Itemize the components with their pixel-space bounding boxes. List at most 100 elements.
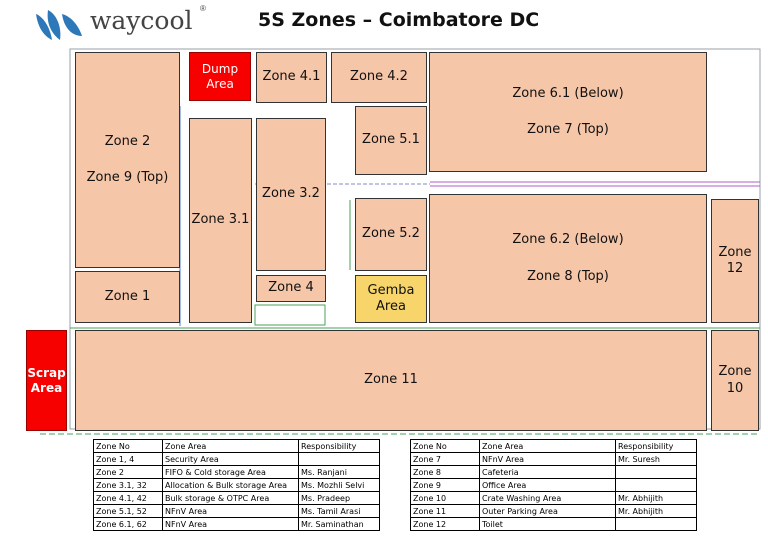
zone-12: Zone 12 <box>711 199 759 323</box>
header-responsibility: Responsibility <box>615 439 697 453</box>
responsibility-cell: Mr. Suresh <box>615 452 697 466</box>
zone-1: Zone 1 <box>75 271 180 323</box>
zone-area-cell: Allocation & Bulk storage Area <box>162 478 299 492</box>
gemba-area-label-1: Gemba <box>367 282 415 298</box>
zone-area-cell: Bulk storage & OTPC Area <box>162 491 299 505</box>
zone-4-2: Zone 4.2 <box>331 52 427 103</box>
table-row: Zone 6.1, 62 NFnV Area Mr. Saminathan <box>93 517 380 531</box>
zone-5-1: Zone 5.1 <box>355 106 427 175</box>
zone-no-cell: Zone 1, 4 <box>93 452 163 466</box>
zone-10-label-1: Zone <box>718 364 752 380</box>
table-header-row: Zone No Zone Area Responsibility <box>410 439 697 453</box>
zone-area-cell: Crate Washing Area <box>479 491 616 505</box>
responsibility-table-left: Zone No Zone Area Responsibility Zone 1,… <box>93 439 380 531</box>
registered-mark: ® <box>200 4 206 13</box>
zone-6-2-8: Zone 6.2 (Below) Zone 8 (Top) <box>429 194 707 323</box>
dump-area: Dump Area <box>189 52 251 101</box>
header-zone-no: Zone No <box>410 439 480 453</box>
table-row: Zone 5.1, 52 NFnV Area Ms. Tamil Arasi <box>93 504 380 518</box>
responsibility-table-right: Zone No Zone Area Responsibility Zone 7 … <box>410 439 697 531</box>
table-row: Zone 11 Outer Parking Area Mr. Abhijith <box>410 504 697 518</box>
zone-3-2: Zone 3.2 <box>256 118 326 271</box>
zone-6-1-7: Zone 6.1 (Below) Zone 7 (Top) <box>429 52 707 172</box>
gemba-area: Gemba Area <box>355 275 427 323</box>
zone-10: Zone 10 <box>711 330 759 431</box>
zone-area-cell: Security Area <box>162 452 299 466</box>
zone-6-2-label: Zone 6.2 (Below) <box>512 232 624 248</box>
zone-5-2-label: Zone 5.2 <box>362 226 420 242</box>
table-row: Zone 12 Toilet <box>410 517 697 531</box>
responsibility-cell: Ms. Tamil Arasi <box>298 504 380 518</box>
zone-no-cell: Zone 7 <box>410 452 480 466</box>
zone-12-label-2: 12 <box>726 261 744 276</box>
zone-no-cell: Zone 8 <box>410 465 480 479</box>
zone-area-cell: Toilet <box>479 517 616 531</box>
zone-no-cell: Zone 10 <box>410 491 480 505</box>
zone-4-1-label: Zone 4.1 <box>262 69 321 85</box>
zone-10-label-2: 10 <box>726 380 744 396</box>
zone-no-cell: Zone 3.1, 32 <box>93 478 163 492</box>
zone-no-cell: Zone 4.1, 42 <box>93 491 163 505</box>
scrap-area: Scrap Area <box>26 330 67 431</box>
zone-area-cell: Office Area <box>479 478 616 492</box>
responsibility-cell <box>615 478 697 492</box>
zone-2-9: Zone 2 Zone 9 (Top) <box>75 52 180 268</box>
responsibility-cell: Ms. Mozhli Selvi <box>298 478 380 492</box>
table-row: Zone 9 Office Area <box>410 478 697 492</box>
zone-7-label: Zone 7 (Top) <box>527 122 609 137</box>
table-row: Zone 10 Crate Washing Area Mr. Abhijith <box>410 491 697 505</box>
zone-no-cell: Zone 11 <box>410 504 480 518</box>
zone-11: Zone 11 <box>75 330 707 431</box>
zone-4: Zone 4 <box>256 275 326 302</box>
responsibility-cell: Mr. Abhijith <box>615 504 697 518</box>
dump-area-label-2: Area <box>206 76 234 91</box>
scrap-area-label-2: Area <box>30 380 63 395</box>
responsibility-cell: Mr. Saminathan <box>298 517 380 531</box>
responsibility-cell: Ms. Pradeep <box>298 491 380 505</box>
zone-5-1-label: Zone 5.1 <box>362 132 420 148</box>
dump-area-label-1: Dump <box>201 61 239 76</box>
zone-12-label-1: Zone <box>718 244 752 260</box>
header-zone-area: Zone Area <box>162 439 299 453</box>
zone-no-cell: Zone 5.1, 52 <box>93 504 163 518</box>
table-row: Zone 4.1, 42 Bulk storage & OTPC Area Ms… <box>93 491 380 505</box>
table-row: Zone 1, 4 Security Area <box>93 452 380 466</box>
table-row: Zone 8 Cafeteria <box>410 465 697 479</box>
table-row: Zone 2 FIFO & Cold storage Area Ms. Ranj… <box>93 465 380 479</box>
zone-area-cell: FIFO & Cold storage Area <box>162 465 299 479</box>
zone-area-cell: NFnV Area <box>479 452 616 466</box>
header-zone-area: Zone Area <box>479 439 616 453</box>
zone-11-label: Zone 11 <box>364 372 418 388</box>
zone-5-2: Zone 5.2 <box>355 198 427 271</box>
responsibility-cell <box>298 452 380 466</box>
brand-name: waycool <box>90 6 193 35</box>
table-row: Zone 7 NFnV Area Mr. Suresh <box>410 452 697 466</box>
zone-4-2-label: Zone 4.2 <box>350 69 408 85</box>
zone-8-label: Zone 8 (Top) <box>527 268 609 284</box>
zone-4-1: Zone 4.1 <box>256 52 327 103</box>
gemba-area-label-2: Area <box>376 299 406 314</box>
zone-9-label: Zone 9 (Top) <box>86 170 169 185</box>
zone-3-1-label: Zone 3.1 <box>191 212 250 228</box>
zone-no-cell: Zone 2 <box>93 465 163 479</box>
zone-1-label: Zone 1 <box>104 288 151 304</box>
header-responsibility: Responsibility <box>298 439 380 453</box>
zone-3-2-label: Zone 3.2 <box>262 186 320 202</box>
zone-area-cell: NFnV Area <box>162 504 299 518</box>
zone-area-cell: Cafeteria <box>479 465 616 479</box>
table-row: Zone 3.1, 32 Allocation & Bulk storage A… <box>93 478 380 492</box>
zone-4-label: Zone 4 <box>268 280 314 296</box>
responsibility-cell: Mr. Abhijith <box>615 491 697 505</box>
table-header-row: Zone No Zone Area Responsibility <box>93 439 380 453</box>
zone-2-label: Zone 2 <box>104 133 151 149</box>
zone-no-cell: Zone 12 <box>410 517 480 531</box>
scrap-area-label-1: Scrap <box>27 365 66 380</box>
waycool-leaf-icon <box>36 10 82 40</box>
responsibility-cell: Ms. Ranjani <box>298 465 380 479</box>
responsibility-cell <box>615 465 697 479</box>
zone-no-cell: Zone 6.1, 62 <box>93 517 163 531</box>
page-title: 5S Zones – Coimbatore DC <box>258 9 540 31</box>
responsibility-cell <box>615 517 697 531</box>
zone-area-cell: NFnV Area <box>162 517 299 531</box>
